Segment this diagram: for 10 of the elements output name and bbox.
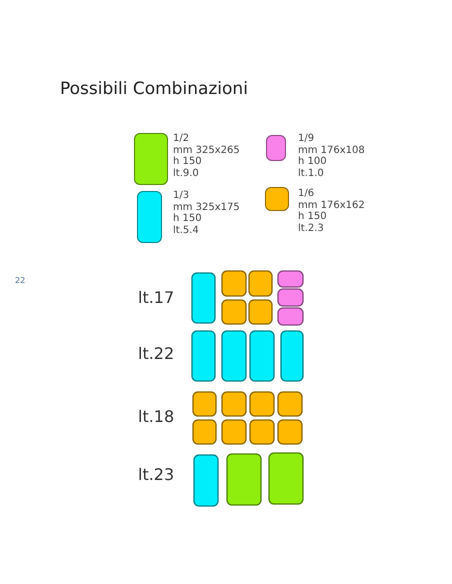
- row-label: lt.17: [138, 288, 174, 307]
- legend-text: 1/2 mm 325x265 h 150 lt.9.0: [173, 133, 240, 179]
- legend-text: 1/3 mm 325x175 h 150 lt.5.4: [173, 190, 240, 236]
- page-number: 22: [15, 276, 26, 285]
- row-label: lt.22: [138, 344, 174, 363]
- legend-text: 1/6 mm 176x162 h 150 lt.2.3: [298, 188, 365, 234]
- row-label: lt.18: [138, 407, 174, 426]
- legend-text: 1/9 mm 176x108 h 100 lt.1.0: [298, 133, 365, 179]
- row-label: lt.23: [138, 465, 174, 484]
- title: Possibili Combinazioni: [60, 79, 248, 99]
